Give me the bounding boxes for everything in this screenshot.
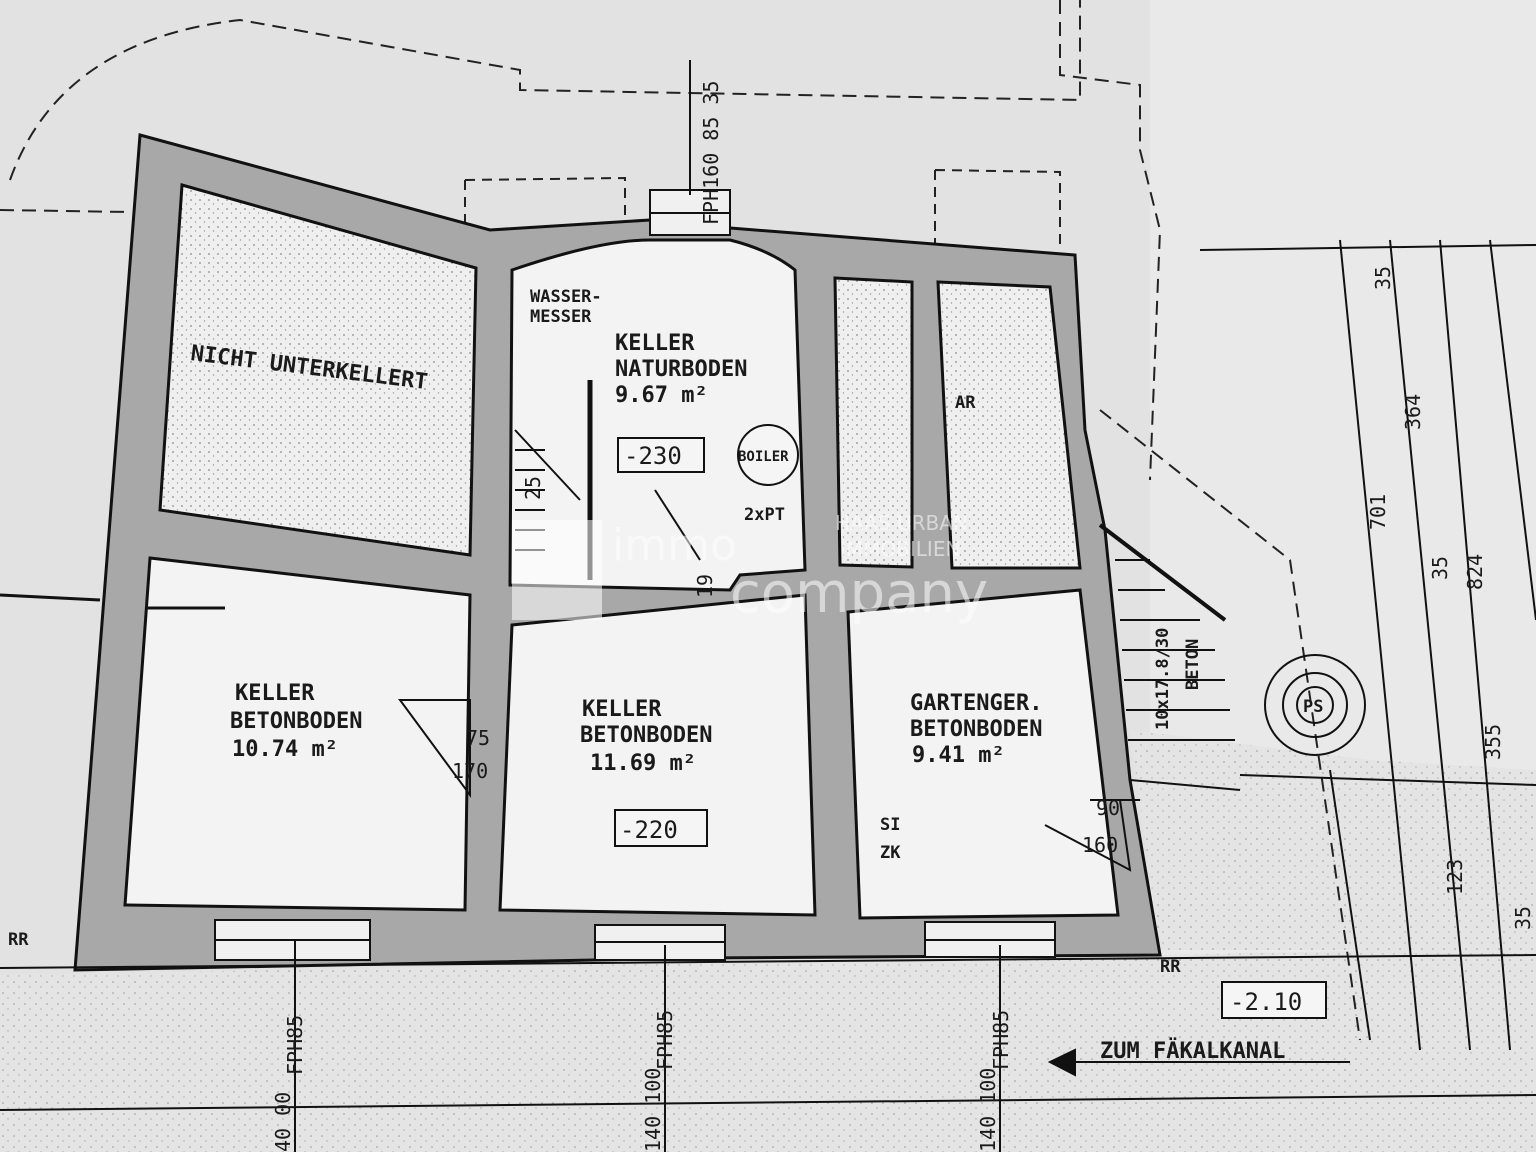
watermark-brand-top: immo [612, 520, 737, 571]
label-ar: AR [955, 393, 976, 413]
room-nicht-unterkellert [158, 183, 478, 557]
watermark-agency-1: HAAS URBAN [835, 511, 968, 535]
dimension-lines [0, 60, 1536, 1152]
dim-bottom-size-1: 40 00 [271, 1092, 295, 1152]
watermark: immo company HAAS URBAN IMMOBILIEN [512, 511, 988, 626]
dim-right-8: 35 [1511, 906, 1535, 930]
dim-door-right-h: 160 [1082, 833, 1118, 857]
watermark-logo-icon [512, 520, 602, 620]
label-keller-naturboden-2: NATURBODEN [615, 357, 747, 382]
level-boxes [614, 424, 1327, 1019]
level-keller-mitte: -220 [620, 816, 678, 844]
label-gartengeraete-1: GARTENGER. [910, 691, 1042, 716]
ground-bottom [0, 950, 1420, 1152]
label-keller-mitte-1: KELLER [582, 697, 662, 722]
dim-bottom-window-1: FPH85 [283, 1015, 307, 1075]
ps-symbol [1264, 654, 1366, 756]
label-keller-naturboden-1: KELLER [615, 331, 695, 356]
dim-bottom-size-3: 140 100 [976, 1068, 1000, 1152]
label-si: SI [880, 815, 900, 835]
room-gartengeraete [846, 588, 1120, 920]
label-rr-left: RR [8, 930, 29, 950]
dim-right-2: 364 [1401, 394, 1425, 430]
room-keller-mitte [498, 593, 817, 917]
label-keller-links-area: 10.74 m² [232, 737, 338, 762]
label-zk: ZK [880, 843, 901, 863]
label-rr-right: RR [1160, 957, 1181, 977]
dim-door-right-w: 90 [1096, 796, 1120, 820]
label-beton: BETON [1183, 639, 1203, 690]
dashed-line-diag [1099, 409, 1361, 1041]
label-wassermesser-2: MESSER [530, 307, 592, 327]
label-keller-mitte-area: 11.69 m² [590, 751, 696, 776]
dashed-outline-right [1059, 0, 1162, 481]
level-outside: -2.10 [1230, 988, 1302, 1016]
dashed-outline-arc [0, 0, 1081, 213]
label-ps: PS [1303, 697, 1323, 717]
watermark-brand-bottom: company [730, 561, 988, 626]
dim-door-left-h: 170 [452, 759, 488, 783]
dim-stair-small-2: 19 [693, 574, 717, 598]
dim-right-5: 824 [1463, 554, 1487, 590]
room-shaft-1 [833, 276, 914, 569]
watermark-agency-2: IMMOBILIEN [840, 537, 960, 561]
label-gartengeraete-area: 9.41 m² [912, 743, 1005, 768]
label-pt: 2xPT [744, 505, 785, 525]
dim-right-4: 35 [1428, 556, 1452, 580]
dim-top-window: FPH160 85 35 [699, 81, 723, 226]
dim-bottom-window-2: FPH85 [653, 1010, 677, 1070]
label-keller-mitte-2: BETONBODEN [580, 723, 712, 748]
dim-bottom-window-3: FPH85 [989, 1010, 1013, 1070]
label-zum-faekalkanal: ZUM FÄKALKANAL [1100, 1038, 1285, 1064]
label-boiler: BOILER [738, 449, 789, 465]
dim-right-7: 123 [1443, 859, 1467, 895]
dim-stair-small-1: 25 [521, 476, 545, 500]
door-swings [398, 489, 1140, 872]
dim-bottom-size-2: 140 100 [641, 1068, 665, 1152]
label-keller-links-2: BETONBODEN [230, 709, 362, 734]
room-keller-links [123, 556, 472, 912]
label-keller-links-1: KELLER [235, 681, 315, 706]
dim-right-6: 355 [1481, 724, 1505, 760]
dim-door-left-w: 75 [466, 726, 490, 750]
dashed-box-right [934, 169, 1061, 250]
dim-right-1: 35 [1371, 266, 1395, 290]
room-keller-naturboden [508, 238, 807, 592]
ground-right [1130, 730, 1536, 1152]
label-wassermesser-1: WASSER- [530, 287, 602, 307]
label-stair: 10x17.8/30 [1153, 628, 1173, 730]
dim-right-3: 701 [1366, 494, 1390, 530]
stairs-exterior [1098, 523, 1241, 791]
label-gartengeraete-2: BETONBODEN [910, 717, 1042, 742]
level-keller-naturboden: -230 [624, 442, 682, 470]
label-keller-naturboden-area: 9.67 m² [615, 383, 708, 408]
room-shaft-2 [936, 280, 1082, 570]
windows-bottom [214, 189, 1056, 961]
